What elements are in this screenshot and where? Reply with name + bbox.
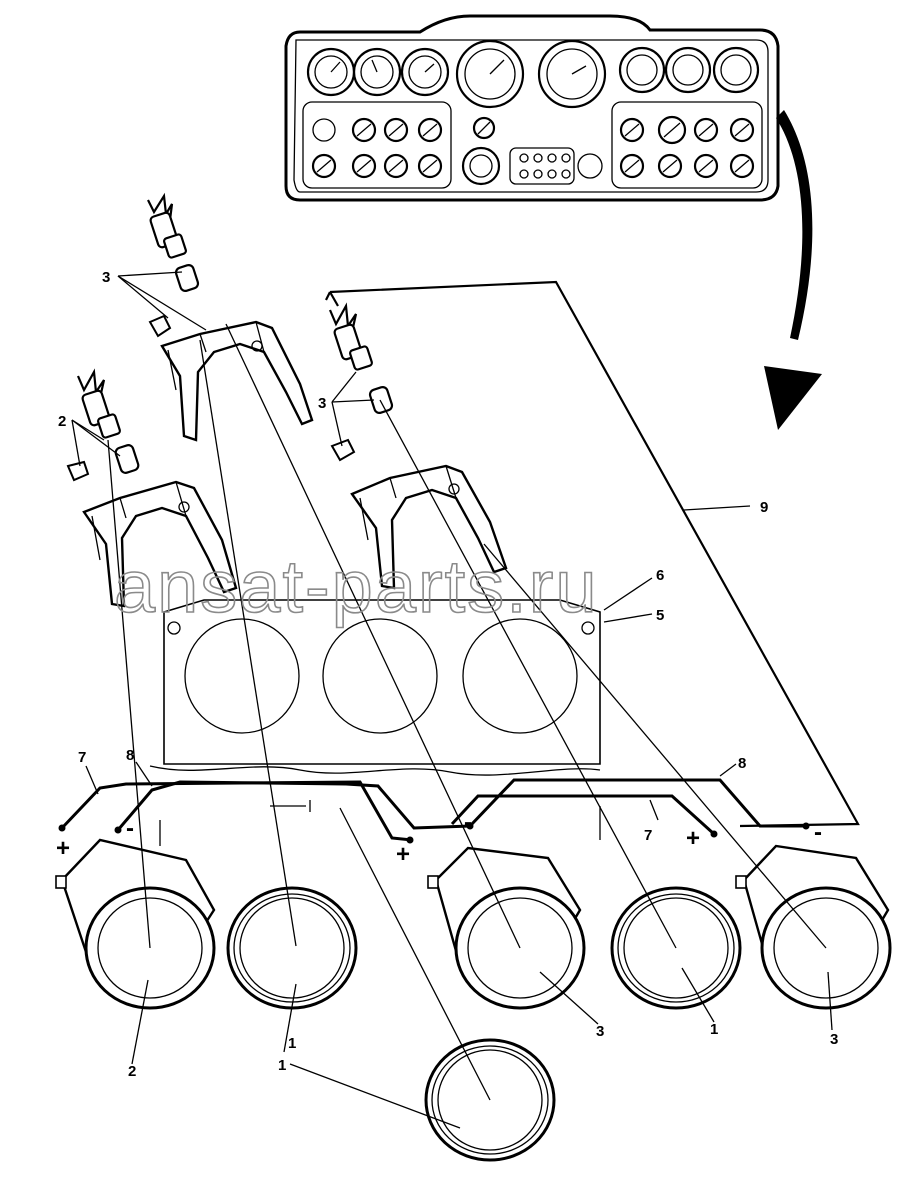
gauge-2-left <box>55 838 216 1010</box>
minus-sign: - <box>814 819 822 846</box>
callout-1: 1 <box>278 1057 286 1074</box>
panel-switches-right <box>619 115 755 179</box>
wiring-harness <box>58 778 810 846</box>
bracket-upper-left <box>160 320 314 442</box>
bracket-lower-left <box>82 480 238 608</box>
callout-8: 8 <box>738 755 746 772</box>
callout-2: 2 <box>128 1063 136 1080</box>
callout-7: 7 <box>78 749 86 766</box>
gauge-1-left <box>226 886 358 1010</box>
callout-1: 1 <box>288 1035 296 1052</box>
plus-sign: + <box>56 835 70 862</box>
curved-arrow-icon <box>764 110 822 430</box>
panel-small-gauges-right <box>618 46 760 94</box>
callout-labels: 3 2 3 9 6 5 7 8 8 7 2 1 3 1 3 1 <box>58 269 838 1080</box>
callout-3: 3 <box>102 269 110 286</box>
dashboard-panel <box>284 14 780 202</box>
watermark: ansat-parts.ru <box>114 545 599 628</box>
callout-3: 3 <box>596 1023 604 1040</box>
polarity-signs: + - + - + - <box>56 809 822 868</box>
callout-1: 1 <box>710 1021 718 1038</box>
panel-large-gauges <box>455 39 607 109</box>
panel-center-controls <box>461 116 603 186</box>
minus-sign: - <box>126 815 134 842</box>
sender-plug-upper <box>147 192 200 338</box>
callout-6: 6 <box>656 567 664 584</box>
callout-5: 5 <box>656 607 664 624</box>
gauge-mounting-plate <box>149 599 601 776</box>
sender-plug-right <box>328 302 394 462</box>
sender-plug-left <box>66 368 140 482</box>
minus-sign: - <box>464 809 472 836</box>
assembly-lines <box>71 271 833 1129</box>
panel-small-gauges-left <box>306 47 450 97</box>
plus-sign: + <box>686 825 700 852</box>
gauge-3-right <box>735 844 892 1010</box>
callout-3: 3 <box>830 1031 838 1048</box>
callout-7: 7 <box>644 827 652 844</box>
callout-8: 8 <box>126 747 134 764</box>
plus-sign: + <box>396 841 410 868</box>
panel-switches-left <box>311 117 443 179</box>
callout-9: 9 <box>760 499 768 516</box>
callout-2: 2 <box>58 413 66 430</box>
bracket-right <box>350 464 508 590</box>
callout-3: 3 <box>318 395 326 412</box>
gauge-3-center <box>427 846 586 1010</box>
